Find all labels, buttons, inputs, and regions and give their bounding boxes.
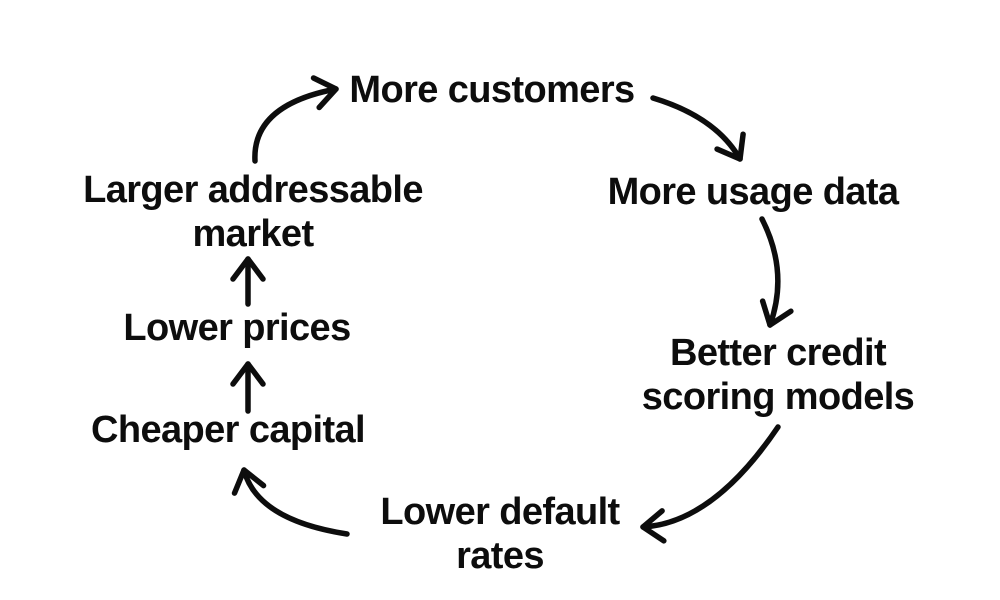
node-label: Better credit [669,332,887,374]
node-label: Larger addressable [83,169,423,211]
node-more-customers: More customers [349,68,635,112]
node-label: Cheaper capital [91,409,366,451]
arrow-better-credit-scoring-models-to-lower-default-rates [640,424,781,544]
node-cheaper-capital: Cheaper capital [91,408,366,452]
node-label: rates [456,535,544,577]
node-label: Lower prices [123,307,351,349]
node-lower-prices: Lower prices [123,306,351,350]
node-label: market [192,213,314,255]
node-label: Lower default [380,491,620,533]
node-larger-addressable-market: Larger addressable market [83,168,423,256]
arrow-lower-default-rates-to-cheaper-capital [231,467,350,537]
node-label: More customers [349,69,635,111]
node-more-usage-data: More usage data [608,170,899,214]
node-better-credit-scoring-models: Better credit scoring models [641,331,915,419]
node-lower-default-rates: Lower default rates [380,490,620,578]
arrow-more-usage-data-to-better-credit-scoring-models [759,216,794,328]
node-label: scoring models [641,376,915,418]
arrow-larger-addressable-market-to-more-customers [252,75,339,164]
arrow-more-customers-to-more-usage-data [650,95,746,162]
node-label: More usage data [607,171,899,213]
